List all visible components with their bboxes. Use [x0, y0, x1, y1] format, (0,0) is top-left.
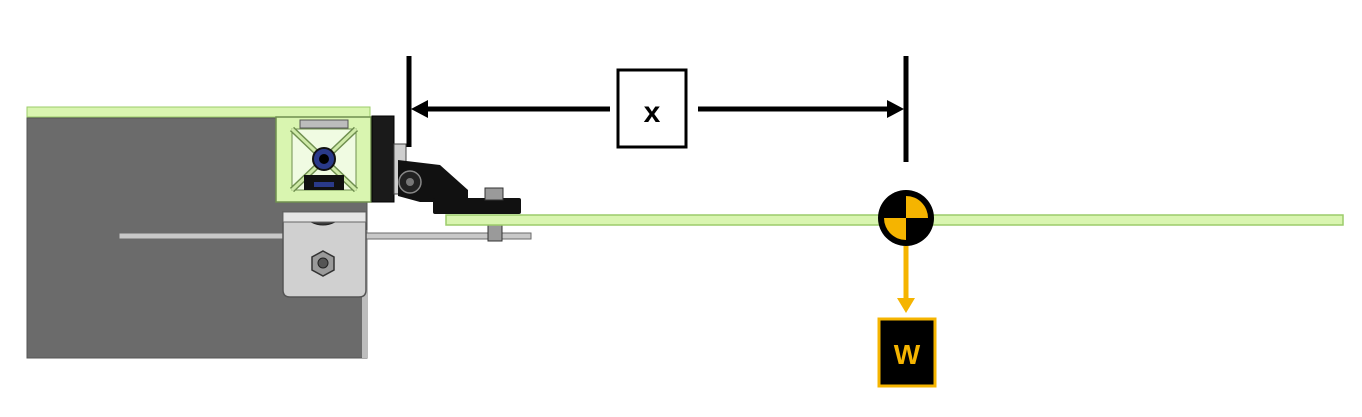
arrow-right-icon — [887, 100, 904, 118]
distance-label-box: x — [616, 68, 688, 149]
aluminum-extrusion — [275, 116, 372, 203]
center-of-gravity-icon — [878, 190, 934, 246]
arrow-down-icon — [897, 246, 915, 313]
panel-top-strip — [26, 106, 371, 118]
hinge-clamp — [371, 115, 468, 203]
weight-label: W — [894, 339, 921, 370]
mounting-plate — [433, 187, 521, 242]
weight-label-box: W — [877, 317, 937, 388]
arrow-left-icon — [411, 100, 428, 118]
distance-label: x — [644, 96, 661, 129]
distance-dimension — [406, 56, 909, 162]
hex-nut-icon — [311, 250, 335, 277]
